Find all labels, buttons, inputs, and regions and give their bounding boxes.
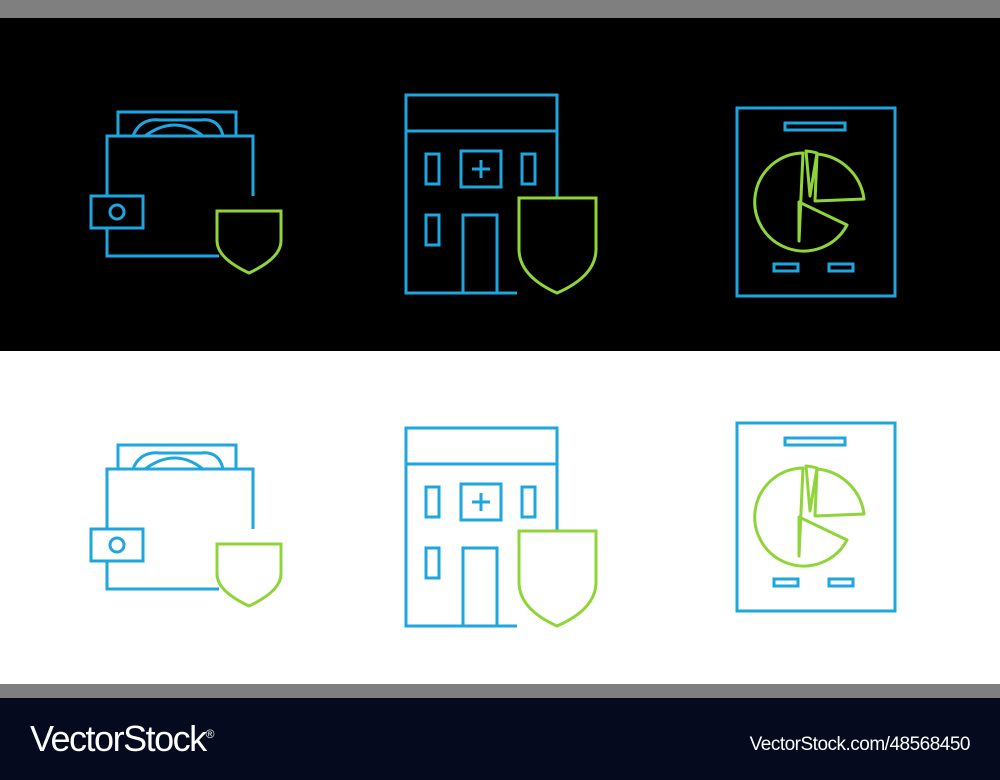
light-icon-panel <box>0 351 1000 684</box>
wallet-with-shield-icon <box>89 110 283 275</box>
dark-icon-panel <box>0 18 1000 351</box>
gray-separator-band <box>0 684 1000 698</box>
document-with-pie-chart-icon <box>735 106 897 298</box>
top-gray-band <box>0 0 1000 18</box>
image-id: VectorStock.com/48568450 <box>749 734 971 755</box>
hospital-building-with-shield-icon <box>404 93 598 295</box>
brand-mark: ® <box>205 727 215 741</box>
hospital-building-with-shield-icon <box>404 426 598 628</box>
brand-logo: VectorStock® <box>30 718 215 760</box>
brand-suffix: Stock <box>123 718 207 759</box>
stock-footer: VectorStock® VectorStock.com/48568450 <box>0 698 1000 780</box>
brand-prefix: Vector <box>30 718 125 759</box>
document-with-pie-chart-icon <box>735 421 897 613</box>
wallet-with-shield-icon <box>89 443 283 608</box>
